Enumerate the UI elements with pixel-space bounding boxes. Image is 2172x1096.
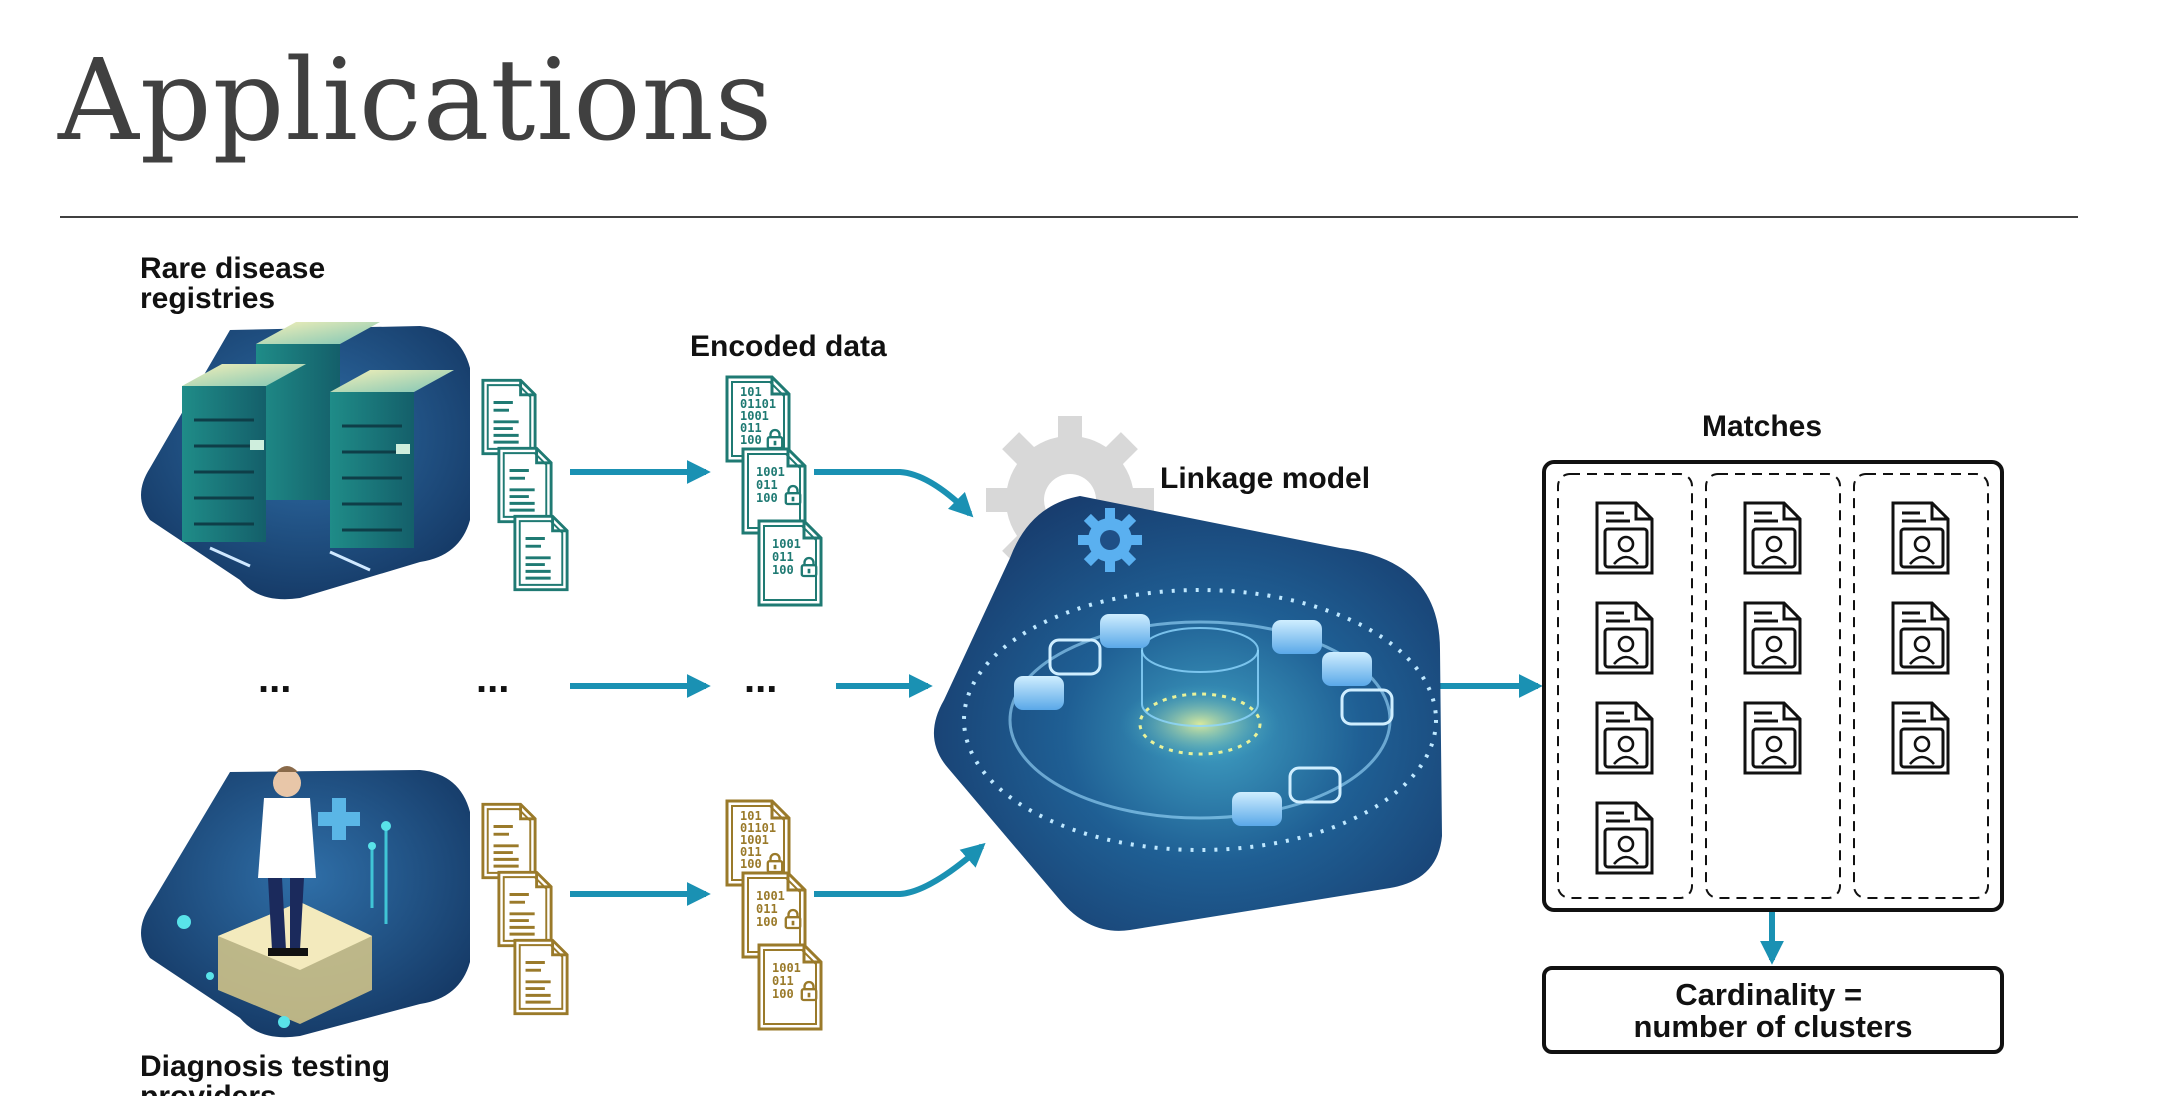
person-record-icon (1595, 601, 1654, 675)
title-divider (60, 216, 2078, 218)
gear-icon (1078, 508, 1142, 572)
encoded-records-bottom: 101 01101 1001 011 100 1001 011 100 1001… (725, 799, 823, 1031)
person-record-icon (1595, 701, 1654, 775)
doctor-icon (258, 766, 316, 956)
person-record-icon (1743, 501, 1802, 575)
providers-label: Diagnosis testing providers (140, 1050, 398, 1096)
person-record-icon (1595, 801, 1654, 875)
encoded-records-top: 101 01101 1001 011 100 1001 011 100 1001… (725, 375, 823, 607)
matches-label: Matches (1702, 410, 1822, 443)
bit-string: 101 01101 1001 011 100 (740, 809, 783, 871)
slide-title: Applications (58, 36, 774, 166)
document-icon (481, 802, 537, 880)
ellipsis: ... (476, 657, 509, 701)
registries-label: Rare disease registries (140, 252, 333, 315)
cluster-box (1705, 473, 1841, 899)
cluster-2 (1743, 501, 1802, 775)
person-record-icon (1743, 701, 1802, 775)
registry-server-illustration (141, 322, 470, 600)
linkage-model-label: Linkage model (1160, 462, 1370, 495)
person-record-icon (1595, 501, 1654, 575)
document-icon (497, 446, 553, 524)
document-icon (513, 938, 569, 1016)
ellipsis: ... (258, 657, 291, 701)
server-rack-icon (182, 322, 454, 572)
document-icon (497, 870, 553, 948)
encoded-data-label: Encoded data (690, 330, 887, 363)
person-record-icon (1743, 601, 1802, 675)
person-record-icon (1891, 601, 1950, 675)
cardinality-box: Cardinality = number of clusters (1542, 966, 2004, 1054)
data-cube (1014, 614, 1394, 826)
arrow-icon (814, 842, 986, 897)
linkage-model-illustration (933, 416, 1442, 931)
document-icon (513, 514, 569, 592)
raw-records-top (481, 378, 569, 592)
cluster-3 (1891, 501, 1950, 775)
medical-cross-icon (318, 798, 360, 840)
bit-string: 1001 011 100 (756, 889, 792, 929)
cluster-box (1853, 473, 1989, 899)
document-icon (481, 378, 537, 456)
arrow-icon (814, 469, 974, 518)
person-record-icon (1891, 701, 1950, 775)
cardinality-label: Cardinality = number of clusters (1633, 977, 1912, 1044)
ellipsis: ... (744, 657, 777, 701)
bit-string: 101 01101 1001 011 100 (740, 385, 783, 447)
cluster-box (1557, 473, 1693, 899)
bit-string: 1001 011 100 (772, 537, 808, 577)
bit-string: 1001 011 100 (756, 465, 792, 505)
diagnosis-provider-illustration (141, 766, 470, 1038)
person-record-icon (1891, 501, 1950, 575)
matches-panel (1542, 460, 2004, 912)
bit-string: 1001 011 100 (772, 961, 808, 1001)
raw-records-bottom (481, 802, 569, 1016)
